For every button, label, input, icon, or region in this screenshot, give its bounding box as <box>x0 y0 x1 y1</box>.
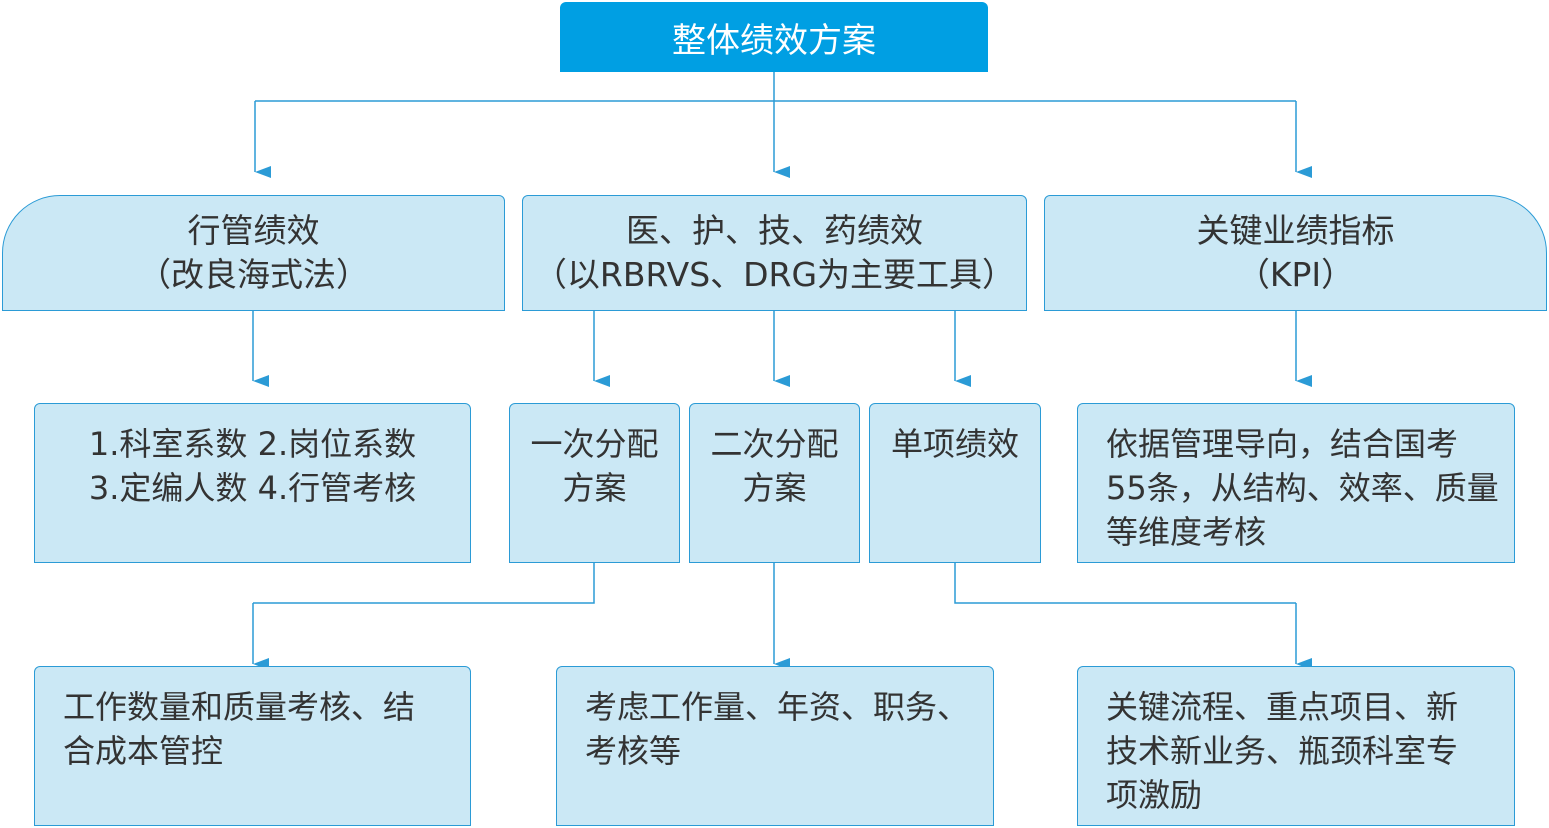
medical-performance-label: 医、护、技、药绩效 <box>626 211 923 250</box>
second-distribution-box: 二次分配 方案 <box>689 403 860 563</box>
single-item-line1: 单项绩效 <box>890 425 1019 463</box>
admin-factors-box: 1.科室系数 2.岗位系数 3.定编人数 4.行管考核 <box>34 403 471 563</box>
kpi-basis-box: 依据管理导向，结合国考 55条，从结构、效率、质量 等维度考核 <box>1077 403 1515 563</box>
kpi-sub: （KPI） <box>1236 255 1355 294</box>
kpi-basis-line3: 等维度考核 <box>1106 513 1267 551</box>
admin-factors-line1: 1.科室系数 2.岗位系数 <box>88 425 417 463</box>
diagram-title: 整体绩效方案 <box>672 20 876 61</box>
factors-line1: 考虑工作量、年资、职务、 <box>585 688 970 726</box>
first-distribution-box: 一次分配 方案 <box>509 403 680 563</box>
key-process-line3: 项激励 <box>1106 776 1203 814</box>
kpi-box: 关键业绩指标 （KPI） <box>1044 195 1547 311</box>
kpi-basis-line1: 依据管理导向，结合国考 <box>1106 425 1459 463</box>
factors-box: 考虑工作量、年资、职务、 考核等 <box>556 666 994 826</box>
admin-performance-sub: （改良海式法） <box>138 255 369 294</box>
factors-line2: 考核等 <box>585 732 682 770</box>
key-process-box: 关键流程、重点项目、新 技术新业务、瓶颈科室专 项激励 <box>1077 666 1515 826</box>
kpi-basis-line2: 55条，从结构、效率、质量 <box>1106 469 1499 507</box>
second-distribution-line2: 方案 <box>742 469 807 507</box>
admin-factors-line2: 3.定编人数 4.行管考核 <box>88 469 417 507</box>
first-distribution-line1: 一次分配 <box>530 425 659 463</box>
kpi-label: 关键业绩指标 <box>1196 211 1395 250</box>
medical-performance-sub: （以RBRVS、DRG为主要工具） <box>533 255 1016 294</box>
key-process-line1: 关键流程、重点项目、新 <box>1106 688 1459 726</box>
title-box: 整体绩效方案 <box>560 2 988 72</box>
admin-performance-box: 行管绩效 （改良海式法） <box>2 195 505 311</box>
workload-line1: 工作数量和质量考核、结 <box>63 688 416 726</box>
connector-single-to-key <box>954 563 1296 604</box>
second-distribution-line1: 二次分配 <box>710 425 839 463</box>
workload-box: 工作数量和质量考核、结 合成本管控 <box>34 666 471 826</box>
key-process-line2: 技术新业务、瓶颈科室专 <box>1106 732 1459 770</box>
admin-performance-label: 行管绩效 <box>187 211 320 250</box>
workload-line2: 合成本管控 <box>63 732 224 770</box>
medical-performance-box: 医、护、技、药绩效 （以RBRVS、DRG为主要工具） <box>522 195 1027 311</box>
first-distribution-line2: 方案 <box>562 469 627 507</box>
single-item-box: 单项绩效 <box>869 403 1041 563</box>
connector-first-to-workload <box>253 563 595 604</box>
